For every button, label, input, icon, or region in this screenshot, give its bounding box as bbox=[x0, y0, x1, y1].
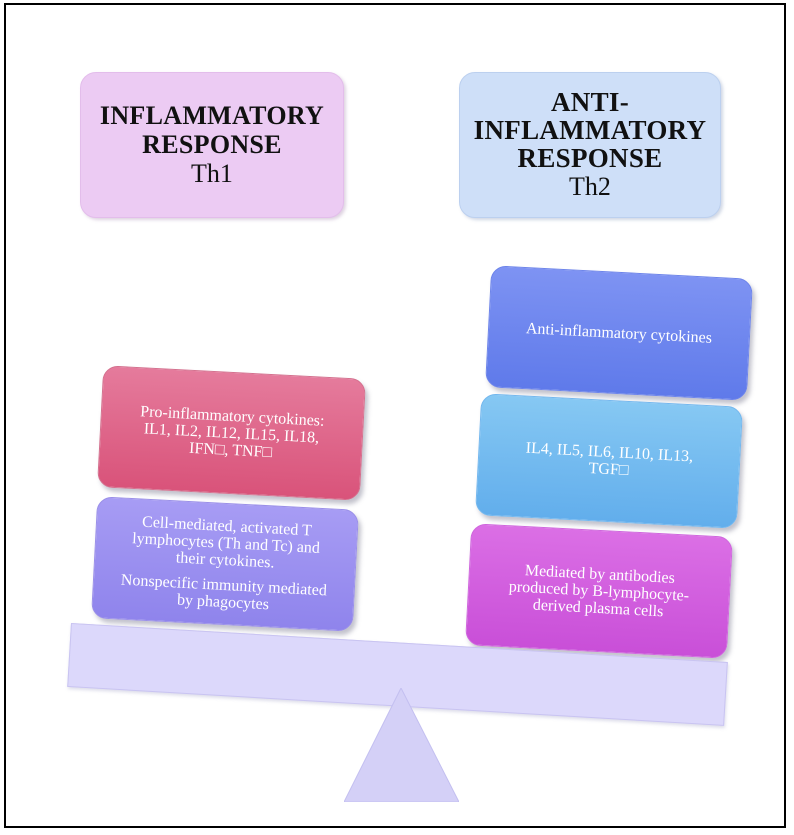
anti-inflammatory-cytokines-box: Anti-inflammatory cytokines bbox=[484, 265, 754, 401]
th2-label: Th2 bbox=[569, 172, 611, 201]
cell-paragraph-1: Cell-mediated, activated T lymphocytes (… bbox=[131, 513, 321, 574]
anti-title-line-1: ANTI- bbox=[550, 87, 629, 117]
inflammatory-title-line-2: RESPONSE bbox=[142, 130, 282, 159]
cell-paragraph-2: Nonspecific immunity mediated by phagocy… bbox=[120, 571, 328, 616]
inflammatory-response-header: INFLAMMATORY RESPONSE Th1 bbox=[80, 72, 344, 218]
th1-label: Th1 bbox=[191, 159, 233, 188]
balance-fulcrum bbox=[344, 688, 459, 802]
anti-inflammatory-response-header: ANTI- INFLAMMATORY RESPONSE Th2 bbox=[459, 72, 721, 218]
antibody-mediated-box: Mediated by antibodies produced by B-lym… bbox=[464, 523, 734, 659]
anti-title-line-2: INFLAMMATORY bbox=[473, 115, 707, 145]
interleukins-box: IL4, IL5, IL6, IL10, IL13, TGF□ bbox=[474, 393, 744, 529]
anti-title-line-3: RESPONSE bbox=[517, 143, 663, 173]
anti-line-1: Anti-inflammatory cytokines bbox=[525, 319, 713, 347]
pro-inflammatory-cytokines-box: Pro-inflammatory cytokines: IL1, IL2, IL… bbox=[96, 365, 367, 501]
cell-mediated-immunity-box: Cell-mediated, activated T lymphocytes (… bbox=[90, 496, 360, 632]
il-line-2: TGF□ bbox=[588, 459, 629, 480]
inflammatory-title-line-1: INFLAMMATORY bbox=[99, 101, 325, 130]
pro-line-3: IFN□, TNF□ bbox=[188, 439, 273, 461]
